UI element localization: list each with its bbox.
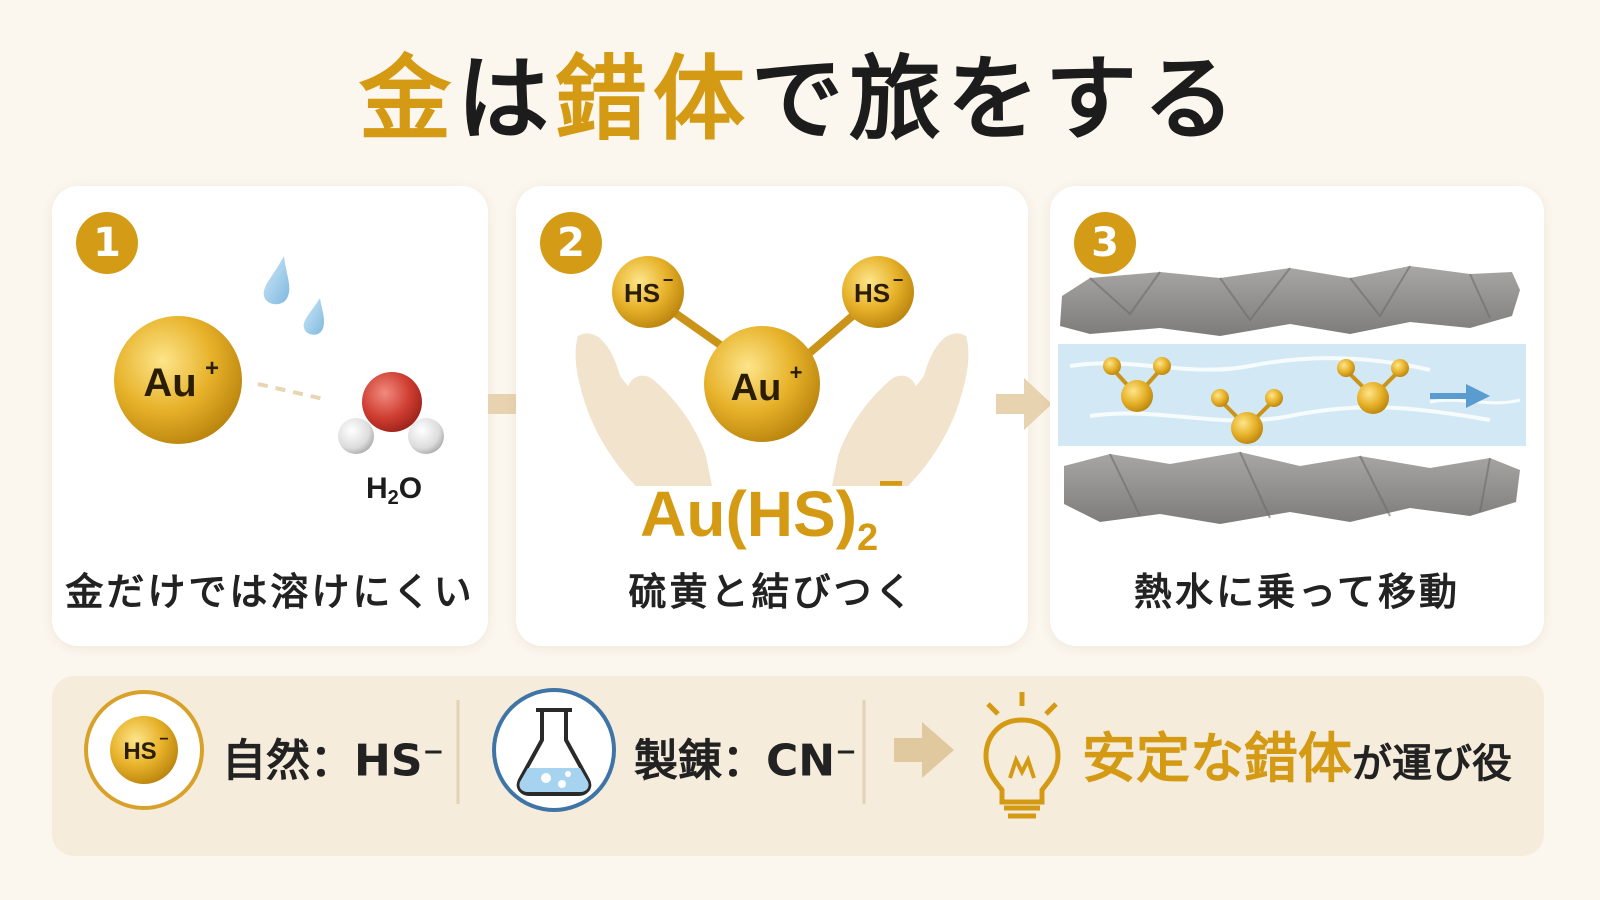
arrow-right-icon [894,722,954,778]
arrow-right-icon [996,378,1052,430]
summary-graphics: HS − [84,688,1061,819]
water-drop-icon [303,298,325,335]
step2-illustration: HS − HS − Au + Au(HS)2− [575,256,969,559]
step1-ion-charge: + [205,355,219,382]
flask-icon [492,688,616,812]
title-text-1: は [456,46,555,153]
title-text-2: で旅をする [751,46,1242,153]
title-gold-2: 錯体 [555,46,752,153]
water-drop-icon [263,256,290,305]
step-card-1: Au + H2O 1 金だけでは溶けにくい [52,186,488,646]
oxygen-atom [362,372,422,432]
svg-text:−: − [893,270,904,290]
step-card-2: HS − HS − Au + Au(HS)2− 2 硫黄と結びつく [516,186,1028,646]
complex-molecule-icon [1337,359,1409,414]
lightbulb-icon [983,692,1061,819]
svg-text:+: + [790,360,803,385]
step1-illustration: Au + H2O [114,256,444,509]
flow-arrow-icon [1430,384,1490,408]
summary-panel: HS − 自然：HS− [52,676,1544,856]
ligand-sphere-left [612,256,684,328]
complex-molecule-icon [1211,389,1283,444]
step2-caption: 硫黄と結びつく [628,570,916,614]
step-card-3: 3 熱水に乗って移動 [1050,186,1544,646]
gold-ion-sphere-center [704,326,820,442]
hs-ion-icon: HS − [84,690,204,810]
step3-caption: 熱水に乗って移動 [1133,570,1461,614]
step1-ion-label: Au [143,361,196,405]
hydrogen-atom [408,418,444,454]
page-title: 金は錯体で旅をする [0,40,1600,160]
left-hand-icon [575,333,712,486]
title-gold-1: 金 [358,46,457,153]
hydrogen-atom [338,418,374,454]
svg-text:HS: HS [123,738,156,765]
gold-ion-sphere [114,316,242,444]
rock-layer-lower [1064,452,1520,524]
ligand-label-left: HS [624,278,660,308]
step3-illustration [1058,265,1526,524]
rock-layer-upper [1060,266,1520,336]
refining-ligand-label: 製錬：CN− [634,735,857,787]
step-badge-3: 3 [1074,212,1136,274]
ligand-sphere-right [842,256,914,328]
step-badge-2: 2 [540,212,602,274]
step2-ion-label: Au [731,367,782,409]
water-label: H2O [366,472,422,509]
attraction-line [257,382,329,402]
natural-ligand-label: 自然：HS− [222,735,445,787]
conclusion-text: 安定な錯体が運び役 [1082,727,1512,790]
complex-molecule-icon [1103,357,1171,412]
right-hand-icon [832,333,969,486]
svg-text:−: − [159,731,168,748]
step-badge-1: 1 [76,212,138,274]
complex-formula: Au(HS)2− [640,459,904,559]
svg-text:−: − [663,270,674,290]
step1-caption: 金だけでは溶けにくい [65,570,475,614]
ligand-label-right: HS [854,278,890,308]
